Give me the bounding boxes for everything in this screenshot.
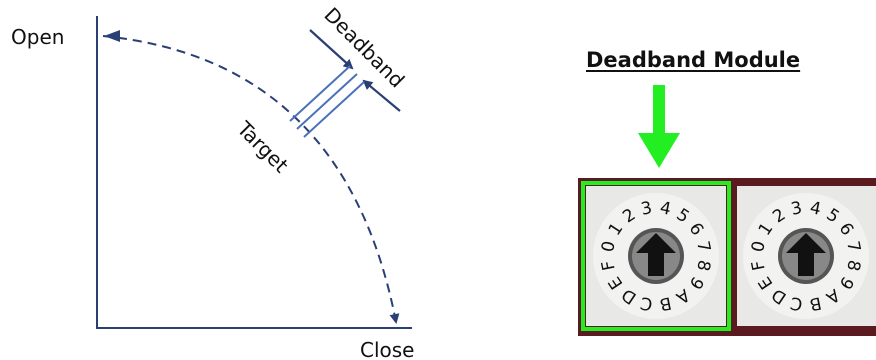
green-down-arrow-icon	[638, 85, 680, 168]
dial-digit: 1	[755, 219, 778, 239]
dial-digit: 2	[769, 205, 789, 228]
valve-travel-curve	[102, 35, 400, 324]
dial-digit: A	[672, 284, 693, 307]
pointer-arrow-icon	[636, 233, 676, 276]
dial-digit: 0	[598, 239, 620, 254]
open-label: Open	[11, 25, 64, 49]
dial-digit: 9	[685, 273, 708, 293]
dial-digit: E	[605, 273, 628, 293]
valve-deadband-diagram: Open Close Deadband Target	[11, 3, 414, 360]
dial-digit: 4	[808, 198, 823, 220]
dial-digit: F	[748, 259, 770, 272]
dial-digit: 7	[692, 239, 714, 254]
dial-digit: 0	[748, 239, 770, 254]
dial-digit: 5	[823, 205, 843, 228]
pointer-arrow-icon	[786, 233, 826, 276]
dial-digit: 6	[835, 219, 858, 239]
target-label: Target	[232, 116, 294, 178]
deadband-arrow-upper	[309, 29, 354, 70]
dial-digit: 2	[619, 205, 639, 228]
dial-digit: 4	[658, 198, 673, 220]
target-line-3	[303, 81, 365, 138]
dial-digit: D	[768, 284, 790, 308]
dial-digit: 3	[639, 198, 654, 220]
dial-digit: 7	[842, 239, 864, 254]
dial-digit: B	[808, 292, 823, 314]
dial-digit: D	[618, 284, 640, 308]
dial-digit: 3	[789, 198, 804, 220]
dial-digit: 9	[835, 273, 858, 293]
module-title: Deadband Module	[586, 48, 801, 72]
dial-digit: 8	[692, 258, 714, 273]
dial-digit: C	[789, 292, 805, 314]
switch-highlight	[581, 181, 731, 331]
dial-digit: 5	[673, 205, 693, 228]
dial-digit: E	[755, 273, 778, 293]
target-line-2	[296, 73, 358, 130]
dial-digit: B	[658, 292, 673, 314]
deadband-label: Deadband	[319, 3, 409, 93]
close-label: Close	[360, 338, 414, 360]
dial-digit: 8	[842, 258, 864, 273]
open-arrow-head	[104, 30, 120, 42]
deadband-arrow-lower	[362, 79, 401, 112]
dial-digit: A	[822, 284, 843, 307]
target-line-1	[289, 65, 351, 122]
dial-digit: 6	[685, 219, 708, 239]
dial-digit: 1	[605, 219, 628, 239]
dial-digit: F	[598, 259, 620, 272]
dial-digit: C	[639, 292, 655, 314]
pcb-board	[578, 178, 876, 336]
